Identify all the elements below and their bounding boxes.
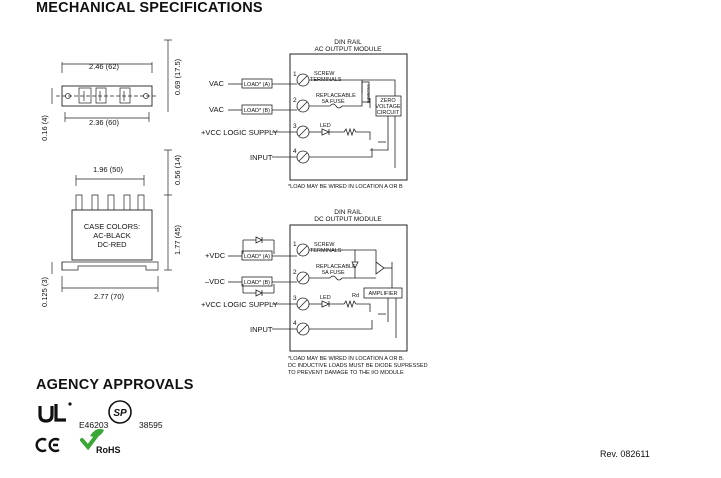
dc-load-b: LOAD* (B) xyxy=(244,280,270,286)
dim-height-top: 0.69 (17.5) xyxy=(173,58,182,95)
ac-screw-2: TERMINALS xyxy=(310,77,342,83)
revision-label: Rev. 082611 xyxy=(600,449,650,459)
dc-vdc-plus: +VDC xyxy=(205,251,226,260)
ce-mark-icon xyxy=(35,437,60,453)
dc-vcc: +VCC LOGIC SUPPLY xyxy=(201,300,278,309)
dc-title-2: DC OUTPUT MODULE xyxy=(314,216,382,223)
dc-t3: 3 xyxy=(293,295,297,302)
dim-side: 0.16 (4) xyxy=(40,115,49,141)
dc-t2: 2 xyxy=(293,269,297,276)
dim-body-width: 1.96 (50) xyxy=(93,165,124,174)
rohs-icon xyxy=(80,428,104,451)
ac-title-2: AC OUTPUT MODULE xyxy=(314,46,382,53)
ul-recognized-icon xyxy=(38,402,72,423)
dim-width-top: 2.46 (62) xyxy=(89,62,120,71)
ac-t1: 1 xyxy=(293,71,297,78)
dc-screw-1: SCREW xyxy=(314,242,335,248)
dc-fuse-2: 5A FUSE xyxy=(322,270,345,276)
ce-label: CE xyxy=(38,437,39,438)
dc-vdc-minus: –VDC xyxy=(205,277,226,286)
dc-module-box xyxy=(289,224,408,352)
ac-module-box xyxy=(289,53,408,181)
dc-t1: 1 xyxy=(293,241,297,248)
ac-input: INPUT xyxy=(250,153,273,162)
ac-fuse-1: REPLACEABLE xyxy=(316,93,356,99)
ac-title-1: DIN RAIL xyxy=(334,39,362,46)
dc-input: INPUT xyxy=(250,325,273,334)
ac-fuse-2: 5A FUSE xyxy=(322,99,345,105)
rohs-label: RoHS xyxy=(96,445,121,455)
ul-file-number: E46203 xyxy=(79,420,109,430)
case-colors-title: CASE COLORS: xyxy=(84,222,140,231)
ac-load-b: LOAD* (B) xyxy=(244,108,270,114)
dc-screw-2: TERMINALS xyxy=(310,248,342,254)
ac-load-a: LOAD* (A) xyxy=(244,82,270,88)
dim-base-height: 0.125 (3) xyxy=(40,276,49,307)
ac-snubber: SNUBBER xyxy=(366,84,371,103)
ac-vcc: +VCC LOGIC SUPPLY xyxy=(201,128,278,137)
approvals-title: AGENCY APPROVALS xyxy=(36,377,194,393)
dim-terminal-height: 0.56 (14) xyxy=(173,154,182,185)
dc-note-2: DC INDUCTIVE LOADS MUST BE DIODE SUPRESS… xyxy=(288,363,428,369)
ac-zero-1: ZERO xyxy=(380,98,396,104)
ac-screw-1: SCREW xyxy=(314,71,335,77)
svg-text:SP: SP xyxy=(113,408,127,419)
case-color-ac: AC-BLACK xyxy=(93,231,131,240)
ac-zero-3: CIRCUIT xyxy=(377,110,400,116)
csa-icon: SP xyxy=(108,400,132,424)
front-view-body xyxy=(71,209,153,261)
dc-led: LED xyxy=(320,295,331,301)
dim-inner-width: 2.36 (60) xyxy=(89,118,120,127)
dc-amplifier: AMPLIFIER xyxy=(368,291,397,297)
dc-load-a: LOAD* (A) xyxy=(244,254,270,260)
ac-led: LED xyxy=(320,123,331,129)
ac-t2: 2 xyxy=(293,97,297,104)
dc-rd: Rd xyxy=(352,293,359,299)
ac-zero-2: VOLTAGE xyxy=(375,104,400,110)
ac-t4: 4 xyxy=(293,148,297,155)
ac-t3: 3 xyxy=(293,123,297,130)
ac-note: *LOAD MAY BE WIRED IN LOCATION A OR B xyxy=(288,184,403,190)
dc-note-1: *LOAD MAY BE WIRED IN LOCATION A OR B. xyxy=(288,356,405,362)
csa-file-number: 38595 xyxy=(139,420,163,430)
dc-fuse-1: REPLACEABLE xyxy=(316,264,356,270)
dim-body-height: 1.77 (45) xyxy=(173,224,182,255)
case-color-dc: DC-RED xyxy=(97,240,127,249)
dc-note-3: TO PREVENT DAMAGE TO THE I/O MODULE xyxy=(288,370,404,376)
ac-vac-b: VAC xyxy=(209,105,224,114)
page-title: MECHANICAL SPECIFICATIONS xyxy=(36,0,263,16)
dim-base-width: 2.77 (70) xyxy=(94,292,125,301)
dc-t4: 4 xyxy=(293,320,297,327)
ac-vac-a: VAC xyxy=(209,79,224,88)
dc-title-1: DIN RAIL xyxy=(334,209,362,216)
